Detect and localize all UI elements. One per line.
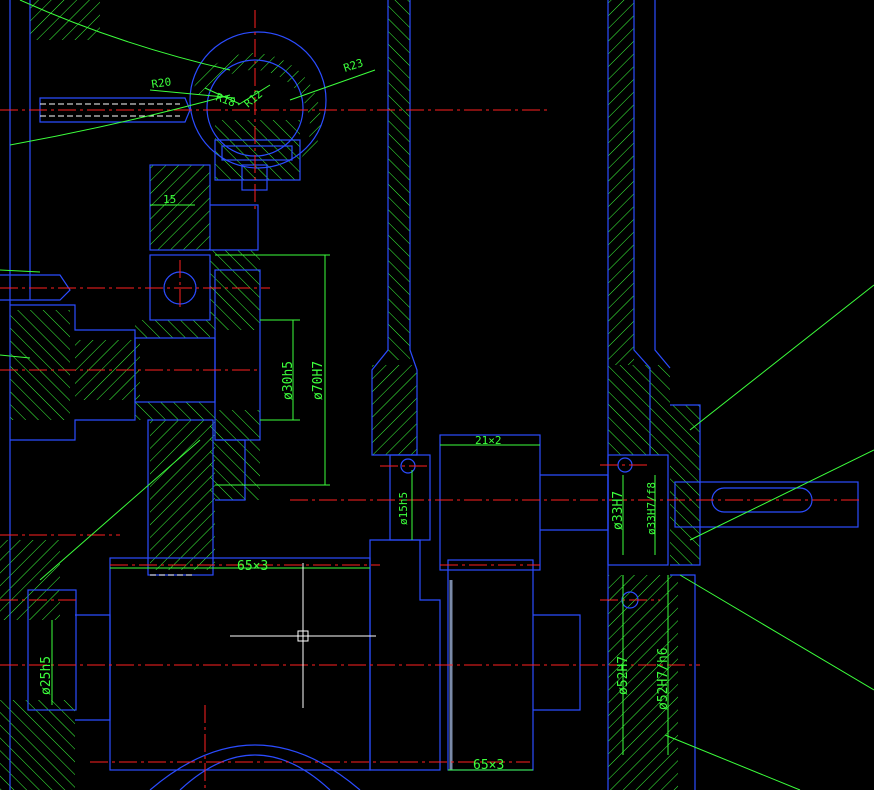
dim-d52h7: ø52H7 (616, 656, 631, 695)
crosshair-cursor-icon (230, 563, 376, 708)
dim-r18: R18 (214, 91, 237, 110)
dim-d70h7: ø70H7 (311, 361, 326, 400)
dim-d33h7: ø33H7 (611, 491, 626, 530)
dim-65x3-bottom: 65×3 (473, 758, 504, 773)
dim-d25h5: ø25h5 (39, 656, 54, 695)
dim-r20: R20 (151, 75, 172, 91)
dim-21x2: 21×2 (475, 434, 502, 447)
dim-d15h5: ø15h5 (397, 492, 410, 525)
dim-d30h5: ø30h5 (281, 361, 296, 400)
dim-15: 15 (163, 193, 176, 206)
dim-r23: R23 (342, 56, 365, 75)
centerlines (0, 10, 860, 790)
hatched-sections (0, 0, 700, 790)
dim-65x3-top: 65×3 (237, 559, 268, 574)
dim-r12: R12 (242, 88, 266, 111)
dimension-texts: R20 R18 R12 R23 15 ø30h5 ø70H7 ø15h5 21×… (39, 56, 671, 773)
dim-d33h7f8: ø33H7/f8 (645, 482, 658, 535)
dim-d52h7h6: ø52H7/h6 (656, 647, 671, 710)
